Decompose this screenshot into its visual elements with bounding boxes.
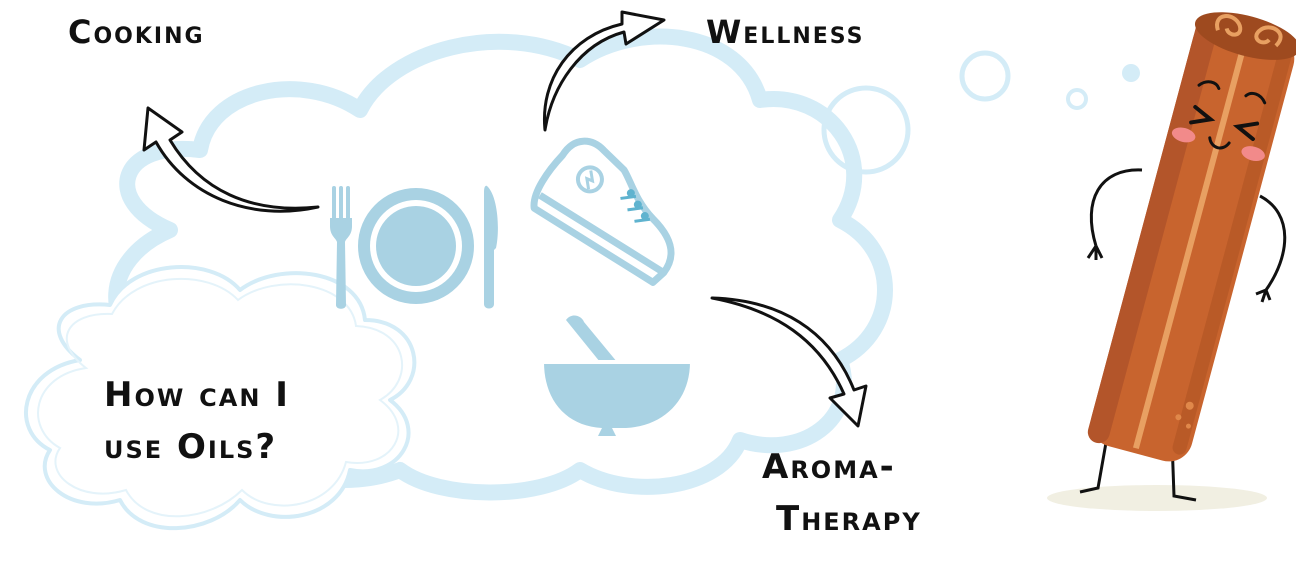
right-cheek <box>1241 146 1265 162</box>
bubble-medium <box>959 50 1011 102</box>
wellness-label: Wellness <box>706 13 865 51</box>
plate-with-fork-and-knife-icon <box>330 185 498 309</box>
right-eye <box>1232 121 1260 142</box>
left-cheek <box>1171 127 1196 143</box>
cooking-label: Cooking <box>68 13 205 51</box>
sneaker-icon <box>530 137 675 286</box>
bubble-dot <box>1122 64 1140 82</box>
aromatherapy-label-line2: Therapy <box>776 499 922 539</box>
question-label-line2: use Oils? <box>104 427 278 467</box>
arrow-to-aromatherapy <box>710 296 868 428</box>
question-cloud <box>24 265 417 531</box>
smile <box>1208 136 1231 150</box>
cinnamon-stick-character <box>1047 12 1296 511</box>
right-arm <box>1259 194 1287 291</box>
question-cloud-inner-outline <box>37 277 404 518</box>
mortar-and-pestle-icon <box>544 315 690 436</box>
arrow-to-cooking <box>142 106 320 213</box>
cinnamon-stick-top <box>1194 12 1296 60</box>
question-label-line1: How can I <box>104 375 290 415</box>
ground-shadow <box>1047 485 1267 511</box>
left-eye <box>1189 105 1216 125</box>
aromatherapy-label-line1: Aroma- <box>762 447 896 487</box>
bubble-small <box>1066 88 1088 110</box>
arrow-to-wellness <box>542 10 666 132</box>
bubble-large <box>821 85 911 175</box>
left-arm <box>1089 168 1143 247</box>
